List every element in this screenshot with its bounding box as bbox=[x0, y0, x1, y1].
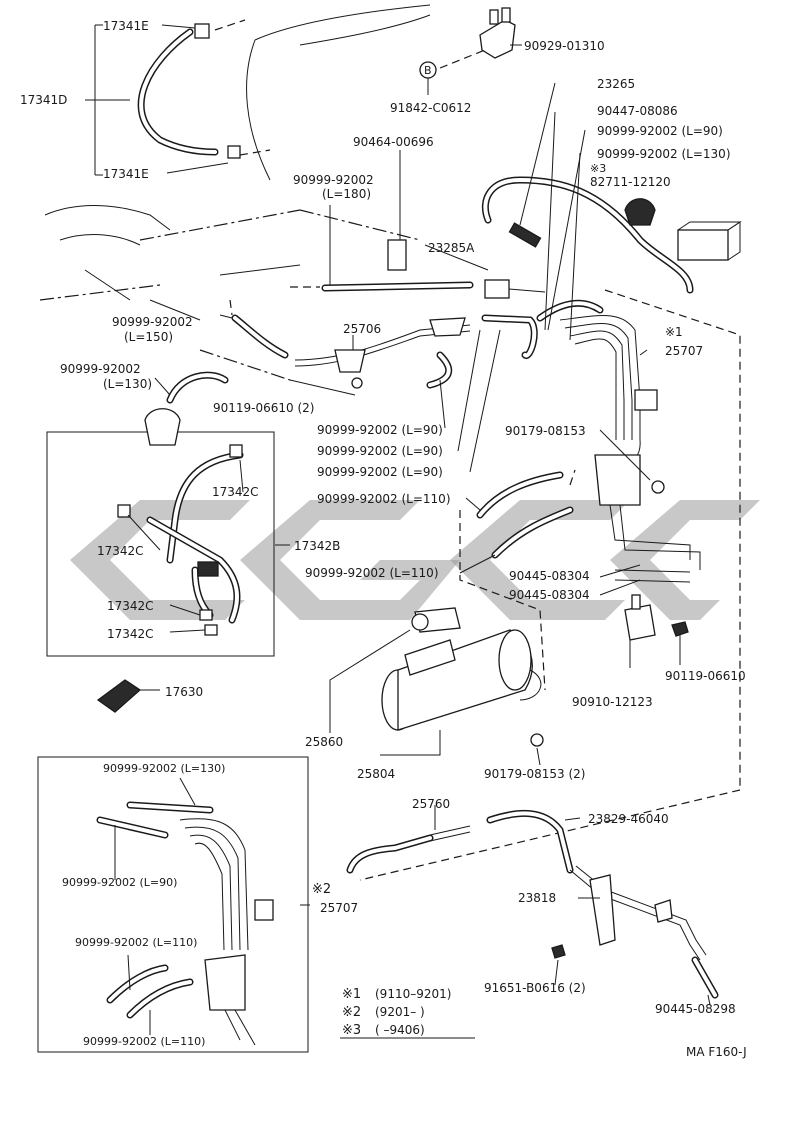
label-91842-C0612: 91842-C0612 bbox=[390, 101, 471, 115]
label-90179-08153: 90179-08153 bbox=[505, 424, 586, 438]
label-90999-L130-left: 90999-92002 bbox=[60, 362, 141, 376]
label-25707-mark2: ※2 bbox=[312, 882, 331, 897]
label-25707: 25707 bbox=[665, 344, 703, 358]
label-25860: 25860 bbox=[305, 735, 343, 749]
legend-text-2: (9201– ) bbox=[375, 1005, 425, 1019]
label-90999-L130-top: 90999-92002 (L=130) bbox=[597, 147, 731, 161]
pipe-bundle-25707 bbox=[359, 289, 741, 881]
label-B-circle: B bbox=[424, 64, 432, 77]
label-25707-lower: 25707 bbox=[320, 901, 358, 915]
label-25760: 25760 bbox=[412, 797, 450, 811]
label-L180: (L=180) bbox=[322, 187, 371, 201]
label-17342C-1: 17342C bbox=[212, 485, 259, 499]
label-23818: 23818 bbox=[518, 891, 556, 905]
label-inset-90999-L130: 90999-92002 (L=130) bbox=[103, 762, 225, 775]
hose-L130-left bbox=[144, 371, 229, 446]
label-17630: 17630 bbox=[165, 685, 203, 699]
label-90999-L90-m3: 90999-92002 (L=90) bbox=[317, 465, 443, 479]
hose-L150 bbox=[229, 299, 289, 359]
hoses-L110 bbox=[459, 469, 576, 691]
label-90999-L110-2: 90999-92002 (L=110) bbox=[305, 566, 439, 580]
legend-mark-1: ※1 bbox=[342, 987, 361, 1002]
legend-mark-3: ※3 bbox=[342, 1023, 361, 1038]
label-90179-08153-2: 90179-08153 (2) bbox=[484, 767, 586, 781]
label-17341D: 17341D bbox=[20, 93, 67, 107]
hoses-L90-middle bbox=[426, 299, 604, 389]
label-90999-L110-1: 90999-92002 (L=110) bbox=[317, 492, 451, 506]
part-labels: 17341E 17341D 17341E 90929-01310 B 91842… bbox=[20, 19, 746, 1048]
label-23285A: 23285A bbox=[428, 241, 475, 255]
clip-82711 bbox=[624, 198, 742, 261]
label-inset-90999-L110-a: 90999-92002 (L=110) bbox=[75, 936, 197, 949]
label-90999-L90-m2: 90999-92002 (L=90) bbox=[317, 444, 443, 458]
inset-17342B bbox=[46, 431, 275, 657]
label-inset-90999-L110-b: 90999-92002 (L=110) bbox=[83, 1035, 205, 1048]
label-90999-L150: 90999-92002 bbox=[112, 315, 193, 329]
leader-lines bbox=[85, 24, 711, 1039]
inset-25707-lower bbox=[37, 756, 309, 1053]
label-25706: 25706 bbox=[343, 322, 381, 336]
label-17342C-2: 17342C bbox=[97, 544, 144, 558]
label-17341E-top: 17341E bbox=[103, 19, 149, 33]
label-82711-mark: ※3 bbox=[590, 162, 606, 175]
pipe-25760 bbox=[346, 809, 719, 999]
label-82711-12120: 82711-12120 bbox=[590, 175, 671, 189]
vsv-90910 bbox=[624, 594, 689, 660]
label-23829-46040: 23829-46040 bbox=[588, 812, 669, 826]
label-90999-L90-top: 90999-92002 (L=90) bbox=[597, 124, 723, 138]
legend: ※1 (9110–9201) ※2 (9201– ) ※3 ( –9406) bbox=[342, 987, 451, 1038]
label-25804: 25804 bbox=[357, 767, 395, 781]
label-23265: 23265 bbox=[597, 77, 635, 91]
hose-17341D bbox=[137, 19, 271, 159]
label-90910-12123: 90910-12123 bbox=[572, 695, 653, 709]
legend-text-3: ( –9406) bbox=[375, 1023, 425, 1037]
canister-25804 bbox=[381, 607, 544, 747]
label-inset-90999-L90: 90999-92002 (L=90) bbox=[62, 876, 177, 889]
label-17342C-3: 17342C bbox=[107, 599, 154, 613]
label-25707-mark: ※1 bbox=[665, 325, 683, 339]
watermark-logo bbox=[70, 500, 760, 620]
valve-90929 bbox=[419, 7, 516, 79]
label-L130-left: (L=130) bbox=[103, 377, 152, 391]
diagram-code: MA F160-J bbox=[686, 1045, 747, 1059]
label-91651-B0616: 91651-B0616 (2) bbox=[484, 981, 586, 995]
label-90447-08086: 90447-08086 bbox=[597, 104, 678, 118]
label-90445-08298: 90445-08298 bbox=[655, 1002, 736, 1016]
pipe-25706 bbox=[294, 317, 471, 389]
legend-mark-2: ※2 bbox=[342, 1005, 361, 1020]
label-L150: (L=150) bbox=[124, 330, 173, 344]
label-90929-01310: 90929-01310 bbox=[524, 39, 605, 53]
label-90119-06610: 90119-06610 bbox=[665, 669, 746, 683]
label-90119-06610-2: 90119-06610 (2) bbox=[213, 401, 315, 415]
label-90445-08304-b: 90445-08304 bbox=[509, 588, 590, 602]
label-90464-00696: 90464-00696 bbox=[353, 135, 434, 149]
sensor-17630 bbox=[96, 679, 160, 713]
label-90999-L90-m1: 90999-92002 (L=90) bbox=[317, 423, 443, 437]
label-90445-08304-a: 90445-08304 bbox=[509, 569, 590, 583]
label-17342C-4: 17342C bbox=[107, 627, 154, 641]
label-90999-L180: 90999-92002 bbox=[293, 173, 374, 187]
hose-L180 bbox=[290, 239, 546, 299]
label-17341E-bottom: 17341E bbox=[103, 167, 149, 181]
hose-23265 bbox=[481, 176, 694, 294]
legend-text-1: (9110–9201) bbox=[375, 987, 451, 1001]
label-17342B: 17342B bbox=[294, 539, 340, 553]
